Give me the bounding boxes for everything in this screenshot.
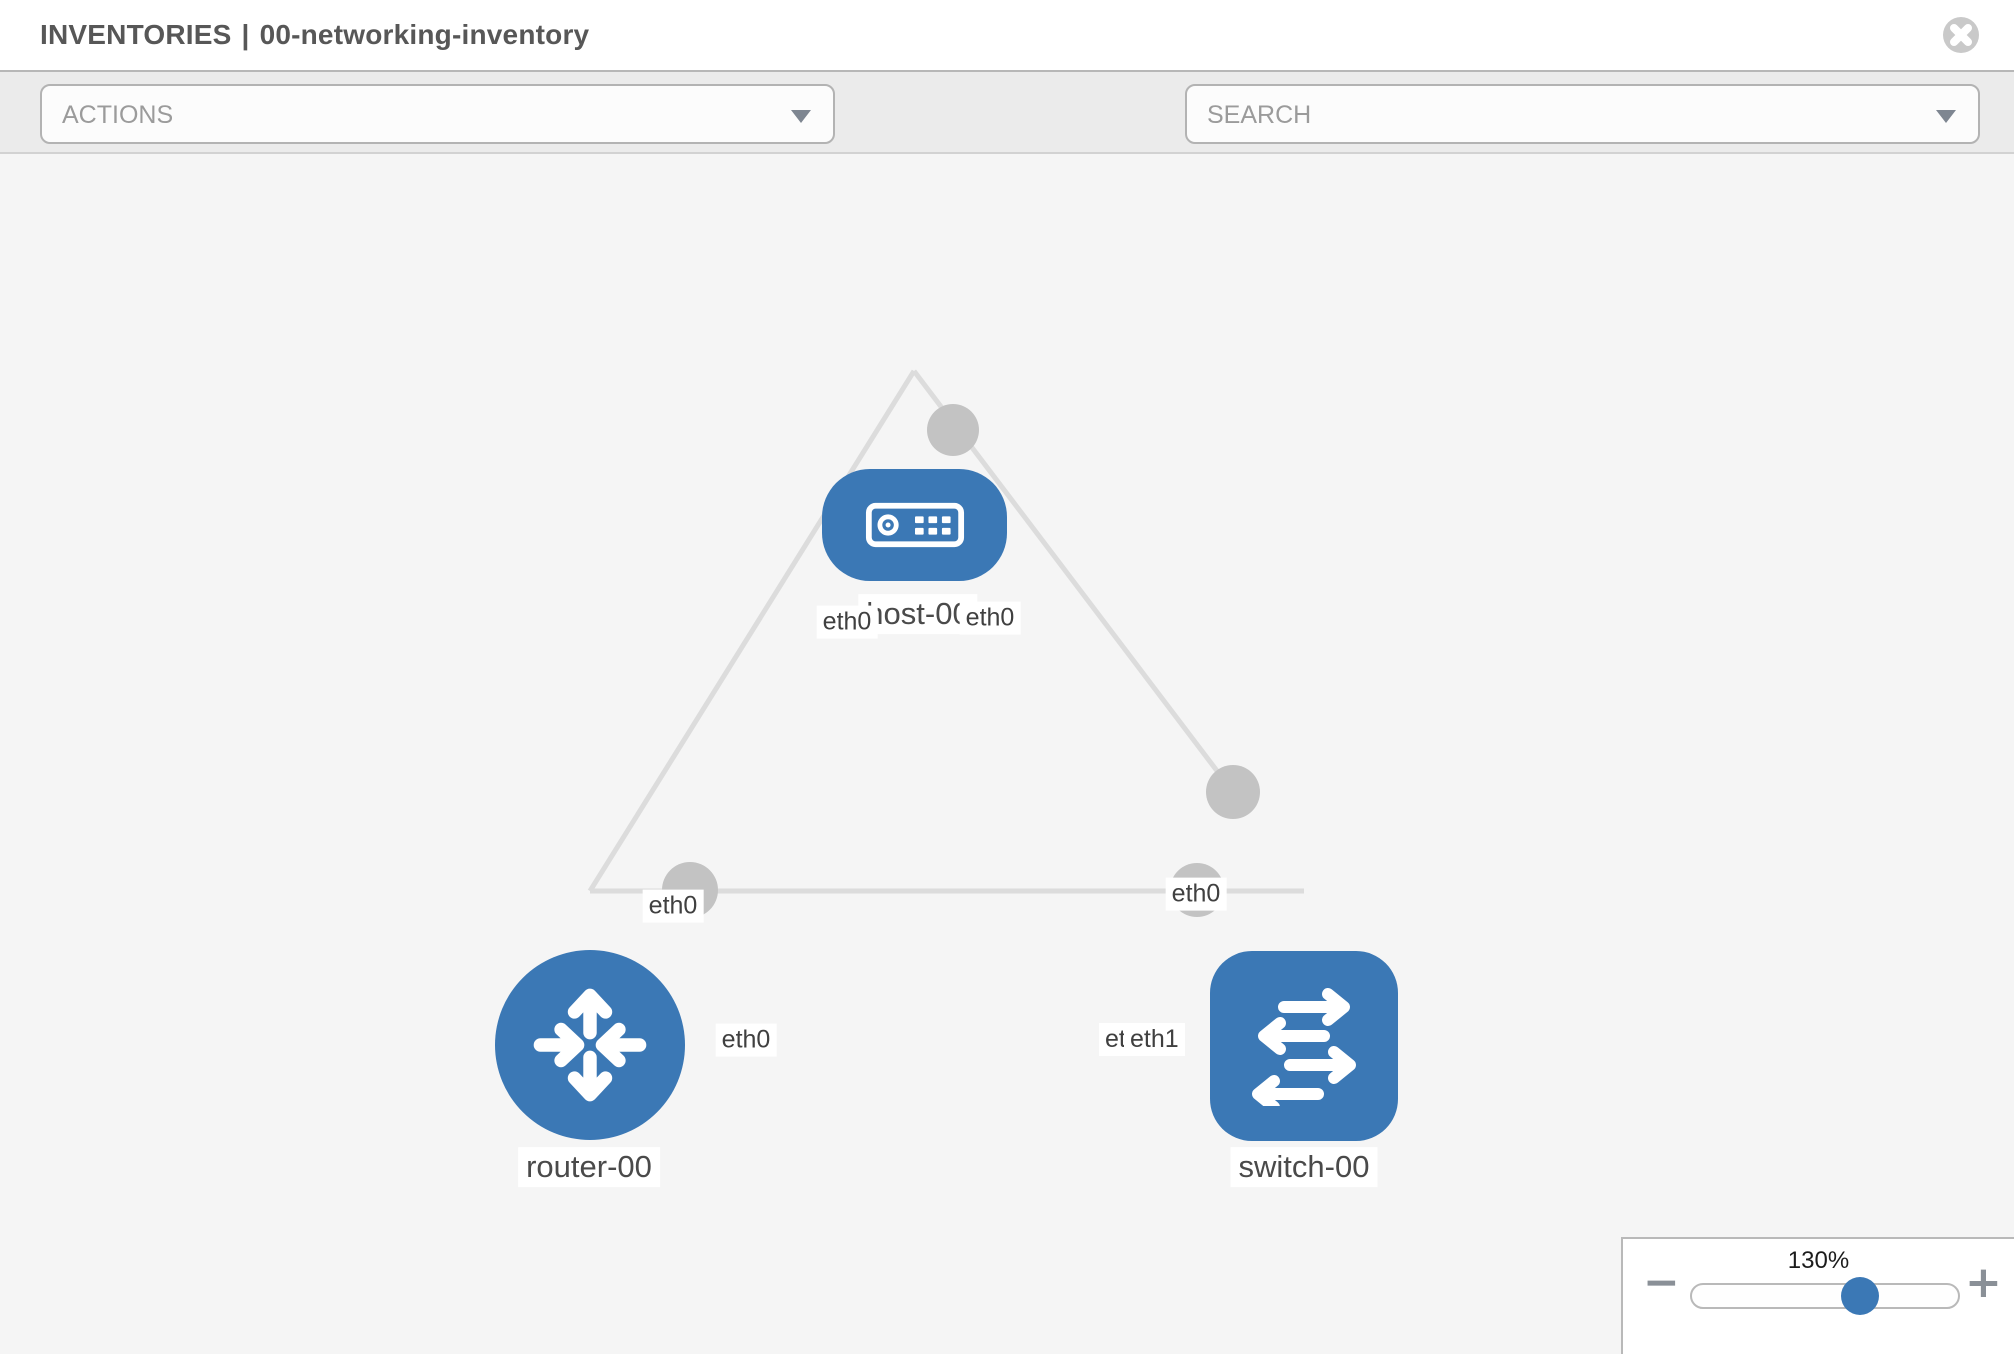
close-button[interactable] — [1941, 15, 1981, 55]
zoom-out-button[interactable]: − — [1643, 1257, 1680, 1308]
router-icon — [533, 988, 647, 1102]
switch-icon — [1252, 988, 1356, 1106]
header: INVENTORIES | 00-networking-inventory — [0, 0, 2014, 72]
breadcrumb-separator: | — [241, 19, 250, 50]
link-host-switch — [912, 369, 1235, 794]
search-dropdown[interactable] — [1185, 84, 1980, 144]
interface-label-router-top-eth0: eth0 — [642, 889, 704, 923]
topology-canvas[interactable]: host-00 router-00 switch-00 eth0 eth0 et… — [0, 154, 2014, 1354]
toolbar — [0, 72, 2014, 208]
page-title: INVENTORIES | 00-networking-inventory — [40, 0, 589, 70]
interface-label-host-eth0-left: eth0 — [816, 605, 878, 639]
endpoint-switch-eth0 — [1206, 765, 1260, 819]
zoom-slider-thumb[interactable] — [1841, 1277, 1879, 1315]
links-layer — [587, 369, 1304, 918]
zoom-in-button[interactable]: + — [1965, 1257, 2002, 1308]
node-host-00[interactable] — [822, 469, 1007, 581]
node-label-host-00: host-00 — [858, 594, 978, 634]
interface-label-switch-left-eth1: eth1 — [1124, 1023, 1185, 1056]
node-switch-00[interactable] — [1210, 951, 1398, 1141]
node-label-router-00: router-00 — [518, 1147, 660, 1187]
node-router-00[interactable] — [495, 950, 685, 1140]
inventory-name: 00-networking-inventory — [259, 19, 590, 50]
interface-label-host-eth0-right: eth0 — [959, 601, 1021, 635]
zoom-control-panel: 130% − + — [1621, 1237, 2014, 1354]
breadcrumb-section: INVENTORIES — [40, 19, 232, 50]
host-icon — [865, 502, 964, 548]
node-label-switch-00: switch-00 — [1230, 1147, 1378, 1187]
actions-dropdown[interactable] — [40, 84, 835, 144]
chevron-down-icon[interactable] — [791, 110, 811, 123]
endpoint-host — [927, 404, 979, 456]
chevron-down-icon[interactable] — [1936, 110, 1956, 123]
interface-label-router-right-eth0: eth0 — [715, 1023, 777, 1057]
search-input[interactable] — [1205, 86, 1930, 144]
actions-input[interactable] — [60, 86, 785, 144]
zoom-level-value: 130% — [1787, 1247, 1850, 1274]
interface-label-switch-top-eth0: eth0 — [1165, 877, 1227, 911]
zoom-slider-track[interactable] — [1690, 1283, 1960, 1309]
close-icon — [1943, 17, 1979, 53]
